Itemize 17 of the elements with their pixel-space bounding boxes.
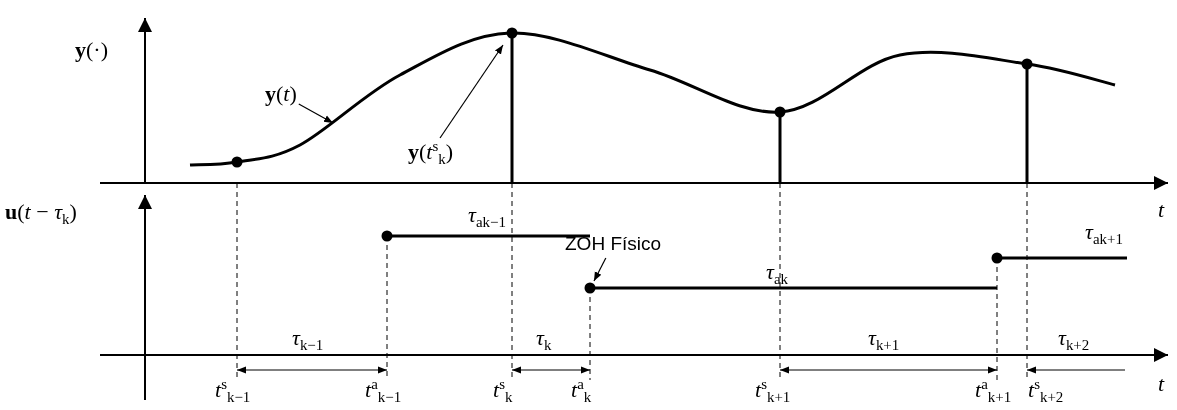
segment-label: τ$_{ak+1}$ bbox=[1085, 220, 1123, 244]
interval-label: τ$_{k}$ bbox=[536, 326, 552, 350]
axis-label: y(·) bbox=[75, 38, 108, 62]
segment-label: τ$_{ak}$ bbox=[766, 260, 788, 284]
callout-text: y(t$^{s}$$_{k}$) bbox=[408, 140, 454, 164]
interval-label: τ$_{k−1}$ bbox=[292, 326, 324, 350]
segment-label: τ$_{ak−1}$ bbox=[468, 203, 506, 227]
axis-label: u(t − τ$_{k}$) bbox=[5, 200, 77, 224]
interval-label: τ$_{k+2}$ bbox=[1058, 326, 1090, 350]
leader-line bbox=[593, 257, 607, 282]
interval-label: τ$_{k+1}$ bbox=[868, 326, 900, 350]
axis-label: t bbox=[1158, 198, 1165, 222]
axis-label: t bbox=[1158, 372, 1165, 396]
callout-text: y(t) bbox=[265, 82, 297, 106]
callout-text: ZOH Físico bbox=[565, 232, 662, 256]
leader-line bbox=[298, 103, 334, 124]
leader-line bbox=[439, 44, 504, 139]
